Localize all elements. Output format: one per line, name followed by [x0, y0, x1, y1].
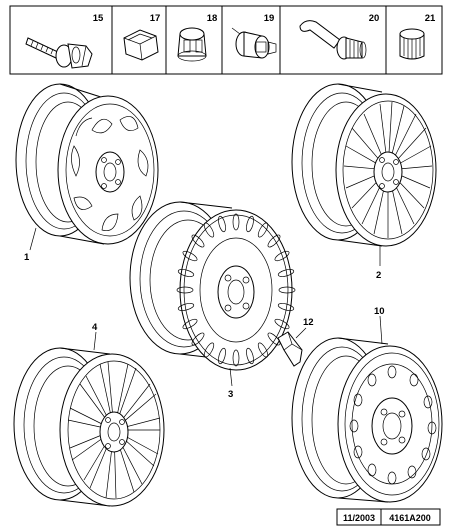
- footer-reference: 11/2003 4161A200: [336, 508, 441, 526]
- locking-cap-icon: [177, 27, 207, 62]
- balance-weight-clip-12: [277, 331, 303, 367]
- alloy-wheel-1: [15, 83, 159, 245]
- small-parts-strip: 15 17 18 19 20 21: [9, 5, 443, 75]
- nut-cap-icon: [123, 29, 159, 61]
- steel-wheel-10: [291, 337, 443, 503]
- part-number-label: 19: [264, 13, 275, 24]
- callout-3: 3: [228, 389, 233, 400]
- part-number-label: 17: [150, 13, 161, 24]
- locking-bolt-icon: [231, 27, 277, 59]
- vent-holes: [349, 365, 437, 485]
- strip-frame: [9, 5, 443, 75]
- callout-10: 10: [374, 306, 385, 317]
- footer-date: 11/2003: [343, 513, 375, 523]
- valve-cap-icon: [399, 28, 425, 60]
- alloy-wheel-2: [291, 83, 437, 247]
- wheel-trim-3: [129, 201, 296, 371]
- footer-frame: [336, 508, 441, 526]
- leader-line: [295, 327, 307, 339]
- leader-line: [379, 315, 383, 345]
- trim-slots: [176, 213, 296, 367]
- alloy-wheel-4: [13, 347, 165, 507]
- leader-line: [93, 331, 97, 351]
- leader-line: [229, 367, 233, 387]
- callout-2: 2: [376, 270, 381, 281]
- leader-line: [29, 227, 37, 251]
- tyre-valve-icon: [299, 20, 367, 60]
- callout-12: 12: [303, 317, 314, 328]
- part-number-label: 20: [369, 13, 380, 24]
- part-number-label: 15: [93, 13, 104, 24]
- wheel-bolt-icon: [25, 37, 93, 69]
- callout-1: 1: [24, 252, 30, 263]
- callout-4: 4: [92, 322, 98, 333]
- part-number-label: 18: [207, 13, 218, 24]
- part-number-label: 21: [425, 13, 436, 24]
- footer-code: 4161A200: [389, 513, 431, 523]
